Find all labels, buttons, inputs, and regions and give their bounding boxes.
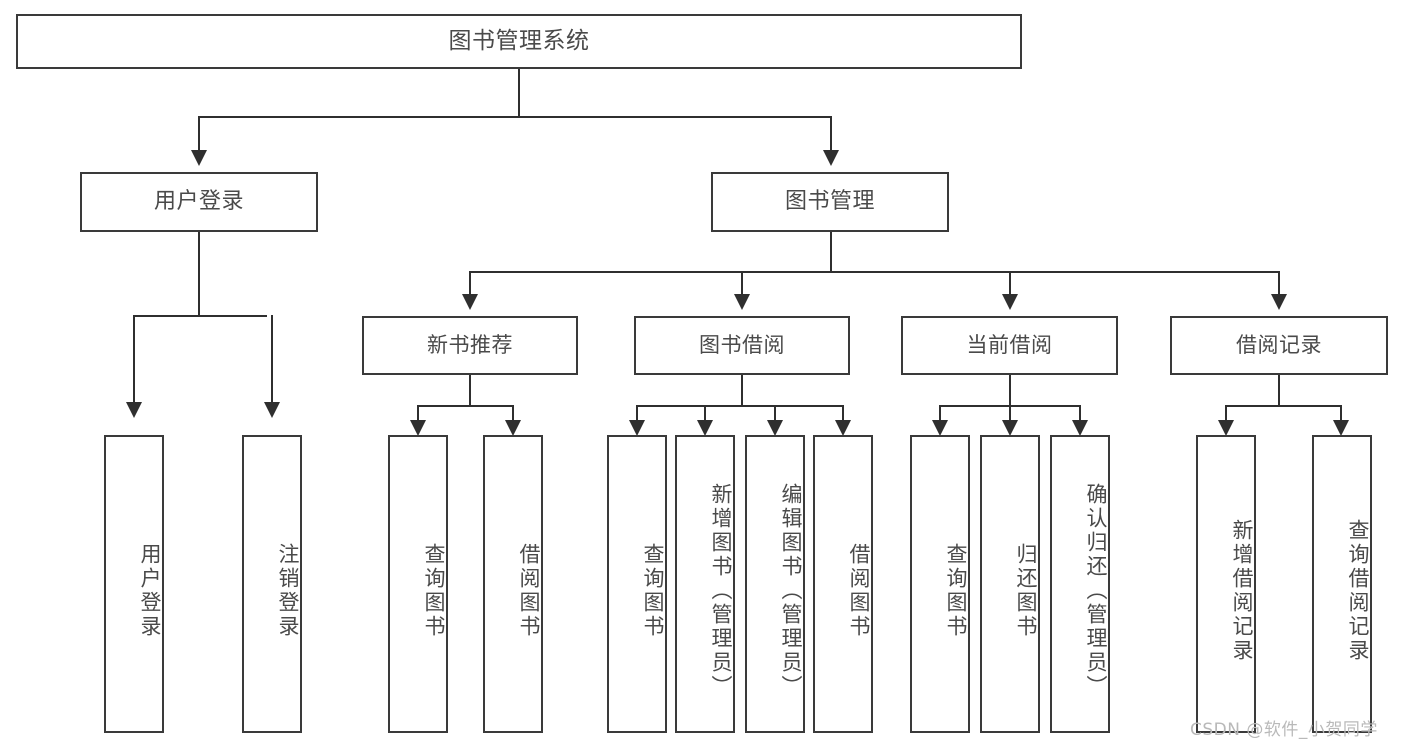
connector-new-book-stem bbox=[469, 375, 471, 406]
connector-drop-return-book bbox=[1009, 405, 1011, 425]
connector-drop-confirm-return bbox=[1079, 405, 1081, 425]
arrowhead-add-book bbox=[697, 420, 713, 436]
arrowhead-add-borrow-record bbox=[1218, 420, 1234, 436]
connector-drop-add-book bbox=[704, 405, 706, 425]
connector-drop-borrow-book-1 bbox=[512, 405, 514, 425]
leaf-logout-login[interactable]: 注销登录 bbox=[242, 435, 302, 733]
connector-user-login-bus bbox=[133, 315, 267, 317]
node-label: 归还图书 bbox=[1014, 543, 1038, 639]
arrowhead-return-book bbox=[1002, 420, 1018, 436]
connector-drop-new-book bbox=[469, 271, 471, 297]
connector-drop-query-book-2 bbox=[636, 405, 638, 425]
node-book-management[interactable]: 图书管理 bbox=[711, 172, 949, 232]
node-label: 查询图书 bbox=[422, 543, 446, 639]
node-root-book-management-system[interactable]: 图书管理系统 bbox=[16, 14, 1022, 69]
node-current-borrow[interactable]: 当前借阅 bbox=[901, 316, 1118, 375]
arrowhead-query-borrow-record bbox=[1333, 420, 1349, 436]
node-label: 新增图书（管理员） bbox=[709, 483, 733, 699]
node-label: 图书管理 bbox=[784, 189, 875, 215]
leaf-edit-book-admin[interactable]: 编辑图书（管理员） bbox=[745, 435, 805, 733]
connector-drop-book-manage bbox=[830, 116, 832, 154]
arrowhead-current-borrow bbox=[1002, 294, 1018, 310]
node-label: 查询图书 bbox=[944, 543, 968, 639]
leaf-user-login[interactable]: 用户登录 bbox=[104, 435, 164, 733]
connector-drop-query-book-1 bbox=[417, 405, 419, 425]
connector-drop-borrow-record bbox=[1278, 271, 1280, 297]
connector-level2-bus bbox=[198, 116, 832, 118]
arrowhead-leaf-logout bbox=[264, 402, 280, 418]
connector-drop-add-borrow-record bbox=[1225, 405, 1227, 425]
node-label: 借阅记录 bbox=[1236, 333, 1322, 358]
node-label: 确认归还（管理员） bbox=[1084, 483, 1108, 699]
connector-current-borrow-stem bbox=[1009, 375, 1011, 406]
leaf-borrow-book-2[interactable]: 借阅图书 bbox=[813, 435, 873, 733]
connector-book-borrow-stem bbox=[741, 375, 743, 406]
connector-drop-user-login bbox=[198, 116, 200, 154]
connector-borrow-record-bus bbox=[1225, 405, 1342, 407]
node-label: 图书管理系统 bbox=[448, 27, 590, 54]
connector-drop-leaf-logout bbox=[271, 315, 273, 405]
arrowhead-book-manage bbox=[823, 150, 839, 166]
node-new-book-recommend[interactable]: 新书推荐 bbox=[362, 316, 578, 375]
connector-new-book-bus bbox=[417, 405, 514, 407]
leaf-add-borrow-record[interactable]: 新增借阅记录 bbox=[1196, 435, 1256, 733]
arrowhead-borrow-record bbox=[1271, 294, 1287, 310]
node-book-borrow[interactable]: 图书借阅 bbox=[634, 316, 850, 375]
arrowhead-edit-book bbox=[767, 420, 783, 436]
node-label: 用户登录 bbox=[153, 189, 244, 215]
connector-book-manage-stem bbox=[830, 232, 832, 272]
node-label: 查询借阅记录 bbox=[1346, 519, 1370, 663]
connector-level3-bus bbox=[469, 271, 1280, 273]
arrowhead-leaf-user-login bbox=[126, 402, 142, 418]
node-label: 用户登录 bbox=[138, 543, 162, 639]
arrowhead-query-book-3 bbox=[932, 420, 948, 436]
connector-drop-query-borrow-record bbox=[1340, 405, 1342, 425]
leaf-query-borrow-record[interactable]: 查询借阅记录 bbox=[1312, 435, 1372, 733]
connector-borrow-record-stem bbox=[1278, 375, 1280, 406]
node-label: 查询图书 bbox=[641, 543, 665, 639]
arrowhead-new-book-recommend bbox=[462, 294, 478, 310]
connector-drop-borrow-book-2 bbox=[842, 405, 844, 425]
node-label: 当前借阅 bbox=[966, 333, 1053, 358]
node-label: 借阅图书 bbox=[847, 543, 871, 639]
leaf-borrow-book-1[interactable]: 借阅图书 bbox=[483, 435, 543, 733]
leaf-confirm-return-admin[interactable]: 确认归还（管理员） bbox=[1050, 435, 1110, 733]
connector-drop-leaf-user-login bbox=[133, 315, 135, 405]
node-label: 编辑图书（管理员） bbox=[779, 483, 803, 699]
connector-drop-edit-book bbox=[774, 405, 776, 425]
node-label: 新书推荐 bbox=[427, 333, 513, 358]
connector-drop-query-book-3 bbox=[939, 405, 941, 425]
node-label: 借阅图书 bbox=[517, 543, 541, 639]
leaf-query-book-3[interactable]: 查询图书 bbox=[910, 435, 970, 733]
node-label: 注销登录 bbox=[276, 543, 300, 639]
arrowhead-borrow-book-1 bbox=[505, 420, 521, 436]
leaf-query-book-1[interactable]: 查询图书 bbox=[388, 435, 448, 733]
node-label: 图书借阅 bbox=[699, 333, 785, 358]
arrowhead-borrow-book-2 bbox=[835, 420, 851, 436]
node-borrow-record[interactable]: 借阅记录 bbox=[1170, 316, 1388, 375]
connector-book-borrow-bus bbox=[636, 405, 844, 407]
node-user-login[interactable]: 用户登录 bbox=[80, 172, 318, 232]
connector-drop-current-borrow bbox=[1009, 271, 1011, 297]
arrowhead-query-book-1 bbox=[410, 420, 426, 436]
connector-root-stem bbox=[518, 69, 520, 117]
node-label: 新增借阅记录 bbox=[1230, 519, 1254, 663]
arrowhead-confirm-return bbox=[1072, 420, 1088, 436]
connector-drop-book-borrow bbox=[741, 271, 743, 297]
arrowhead-user-login bbox=[191, 150, 207, 166]
leaf-query-book-2[interactable]: 查询图书 bbox=[607, 435, 667, 733]
arrowhead-query-book-2 bbox=[629, 420, 645, 436]
arrowhead-book-borrow bbox=[734, 294, 750, 310]
leaf-return-book[interactable]: 归还图书 bbox=[980, 435, 1040, 733]
leaf-add-book-admin[interactable]: 新增图书（管理员） bbox=[675, 435, 735, 733]
connector-user-login-stem bbox=[198, 232, 200, 316]
